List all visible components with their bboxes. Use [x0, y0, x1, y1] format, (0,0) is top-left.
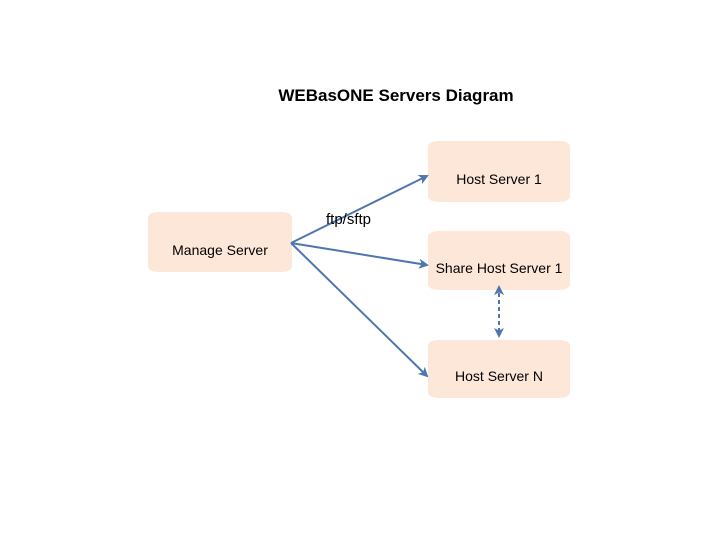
host-server-1-label: Host Server 1	[456, 171, 542, 187]
arrow-manage-to-hostN	[290, 242, 429, 378]
host-server-1-shape	[428, 141, 570, 202]
share-host-server-1-node: Share Host Server 1	[428, 231, 570, 290]
host-server-n-shape	[428, 340, 570, 398]
share-host-server-1-label: Share Host Server 1	[436, 260, 563, 276]
share-host-server-1-shape	[428, 231, 570, 290]
arrow-manage-to-host1	[290, 175, 429, 244]
host-server-n-label: Host Server N	[455, 368, 543, 384]
diagram-title: WEBasONE Servers Diagram	[278, 86, 513, 105]
arrow-manage-to-share1	[290, 242, 429, 269]
protocol-label: ftp/sftp	[326, 211, 371, 228]
host-server-1-node: Host Server 1	[428, 141, 570, 202]
manage-server-shape	[148, 212, 292, 272]
host-server-n-node: Host Server N	[428, 340, 570, 398]
manage-server-label: Manage Server	[172, 242, 268, 258]
manage-server-node: Manage Server	[148, 212, 292, 272]
